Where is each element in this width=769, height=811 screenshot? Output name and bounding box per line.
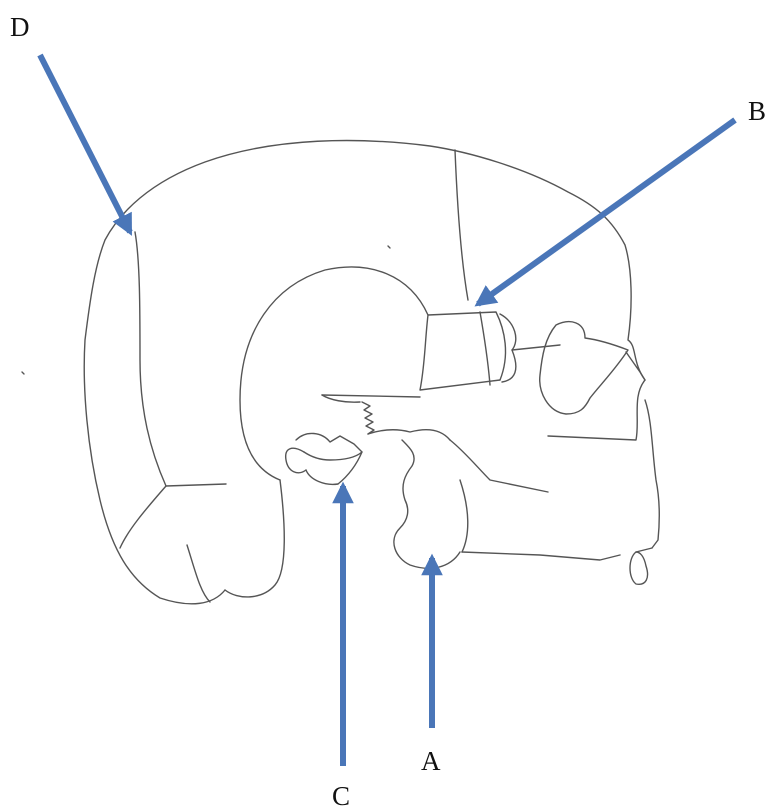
arrow-b [478, 120, 735, 304]
arrow-d [40, 55, 130, 232]
label-b: B [748, 98, 766, 125]
label-d: D [10, 14, 30, 41]
label-c: C [332, 783, 350, 810]
label-a: A [421, 748, 441, 775]
